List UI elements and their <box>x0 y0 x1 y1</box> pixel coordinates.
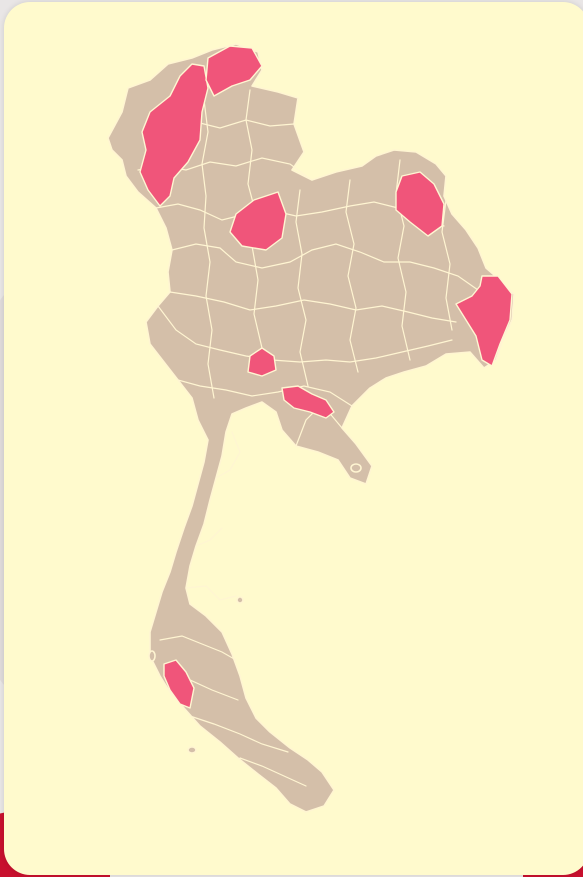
thailand-landmass <box>107 43 515 813</box>
highlight-central[interactable] <box>247 347 277 377</box>
highlight-north-central[interactable] <box>229 191 287 251</box>
highlight-north-west[interactable] <box>139 63 209 207</box>
highlight-east-border[interactable] <box>455 275 513 367</box>
highlighted-provinces <box>139 45 513 709</box>
highlight-north-tip[interactable] <box>205 45 263 97</box>
highlight-east-coast[interactable] <box>281 385 335 419</box>
islands <box>148 463 362 754</box>
highlight-north-east[interactable] <box>395 171 445 237</box>
highlight-south-west[interactable] <box>163 659 195 709</box>
